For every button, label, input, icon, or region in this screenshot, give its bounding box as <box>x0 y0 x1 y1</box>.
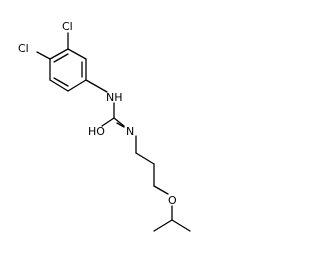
atom-ho: HO <box>88 125 105 138</box>
ring-bond-top-left <box>49 48 69 60</box>
atom-cl-left: Cl <box>18 42 29 55</box>
ring-double-bond-upper-left <box>53 53 69 63</box>
ring-bond-top-right <box>67 48 87 60</box>
atom-nh: NH <box>106 91 123 104</box>
bond-c-n <box>113 117 125 127</box>
benzene-ring <box>49 48 87 92</box>
atom-cl-top: Cl <box>62 20 73 33</box>
ring-bond-bottom-left <box>49 79 69 92</box>
chemical-structure: Cl Cl NH HO N O <box>18 20 191 232</box>
bond-isopropyl-right <box>171 219 191 232</box>
bond-c-n-double <box>116 122 125 128</box>
bond-ring-cl-left <box>36 51 51 60</box>
atom-n: N <box>126 125 134 138</box>
bond-c-ho <box>101 117 115 127</box>
bond-ring-nh <box>85 79 108 93</box>
atom-o: O <box>168 194 177 207</box>
bond-isopropyl-left <box>153 219 173 232</box>
bond-chain-o <box>153 185 169 195</box>
ring-double-bond-lower-left <box>53 77 69 87</box>
ring-bond-bottom-right <box>67 79 87 92</box>
bond-chain-1 <box>135 152 155 165</box>
